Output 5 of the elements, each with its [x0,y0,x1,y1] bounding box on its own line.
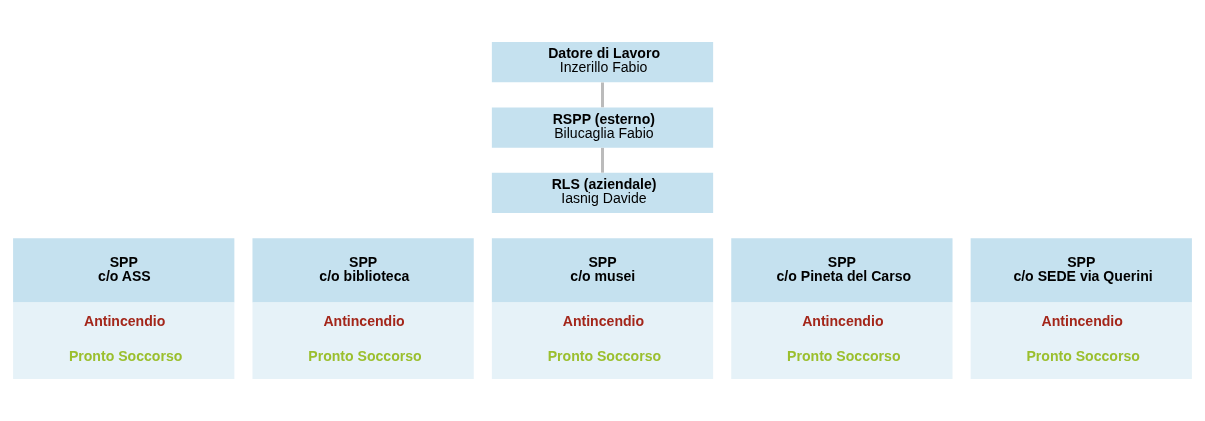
node-box: RSPP (esterno) Bilucaglia Fabio [491,107,714,148]
node-box: RLS (aziendale) Iasnig Davide [491,172,714,213]
connector [601,147,604,173]
connector [601,82,604,108]
node-box: Datore di Lavoro Inzerillo Fabio [491,42,714,83]
